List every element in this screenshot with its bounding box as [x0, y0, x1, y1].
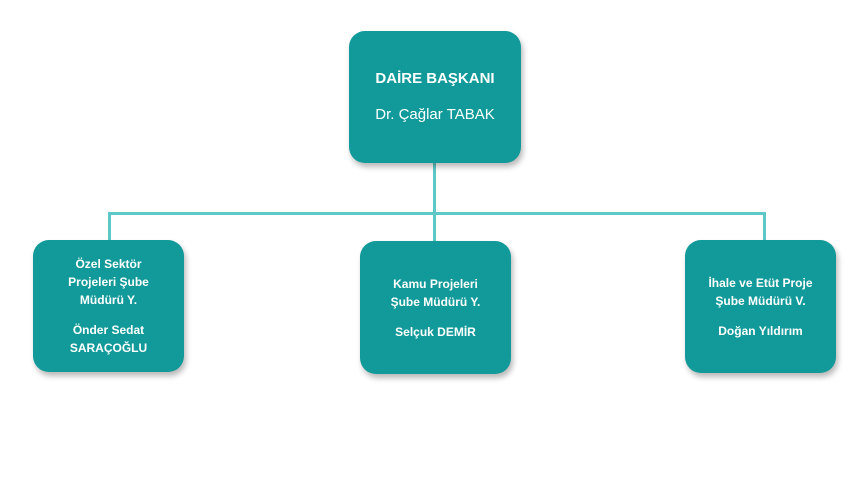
node-title-line: Kamu Projeleri — [393, 276, 478, 291]
connector-horizontal — [108, 212, 766, 215]
node-title-line: İhale ve Etüt Proje — [708, 275, 813, 290]
node-person-name: Selçuk DEMİR — [395, 323, 476, 341]
connector-top-vertical — [433, 163, 436, 213]
node-title: Kamu Projeleri Şube Müdürü Y. — [391, 275, 481, 311]
node-person-name: Doğan Yıldırım — [718, 322, 802, 340]
node-person-name: Önder Sedat SARAÇOĞLU — [70, 321, 147, 357]
connector-left-vertical — [108, 212, 111, 241]
org-node-tender-survey-projects: İhale ve Etüt Proje Şube Müdürü V. Doğan… — [685, 240, 836, 373]
node-name-line: Selçuk DEMİR — [395, 324, 476, 339]
node-title-line: Şube Müdürü Y. — [390, 294, 481, 309]
node-title: DAİRE BAŞKANI — [375, 69, 495, 87]
node-title-line: Şube Müdürü V. — [715, 293, 806, 308]
node-title: İhale ve Etüt Proje Şube Müdürü V. — [708, 274, 812, 310]
node-name-line: Önder Sedat — [72, 323, 145, 337]
org-node-public-projects: Kamu Projeleri Şube Müdürü Y. Selçuk DEM… — [360, 241, 511, 374]
org-node-private-sector-projects: Özel Sektör Projeleri Şube Müdürü Y. Önd… — [33, 240, 184, 372]
org-node-department-head: DAİRE BAŞKANI Dr. Çağlar TABAK — [349, 31, 521, 163]
node-title: Özel Sektör Projeleri Şube Müdürü Y. — [68, 255, 149, 309]
node-title-line: Projeleri Şube — [68, 275, 149, 289]
node-title-line: Özel Sektör — [75, 257, 142, 271]
node-person-name: Dr. Çağlar TABAK — [375, 106, 495, 123]
node-name-line: Doğan Yıldırım — [718, 323, 803, 338]
connector-right-vertical — [763, 212, 766, 241]
node-name-line: SARAÇOĞLU — [69, 341, 148, 355]
connector-mid-vertical — [433, 212, 436, 242]
node-title-line: Müdürü Y. — [79, 293, 138, 307]
